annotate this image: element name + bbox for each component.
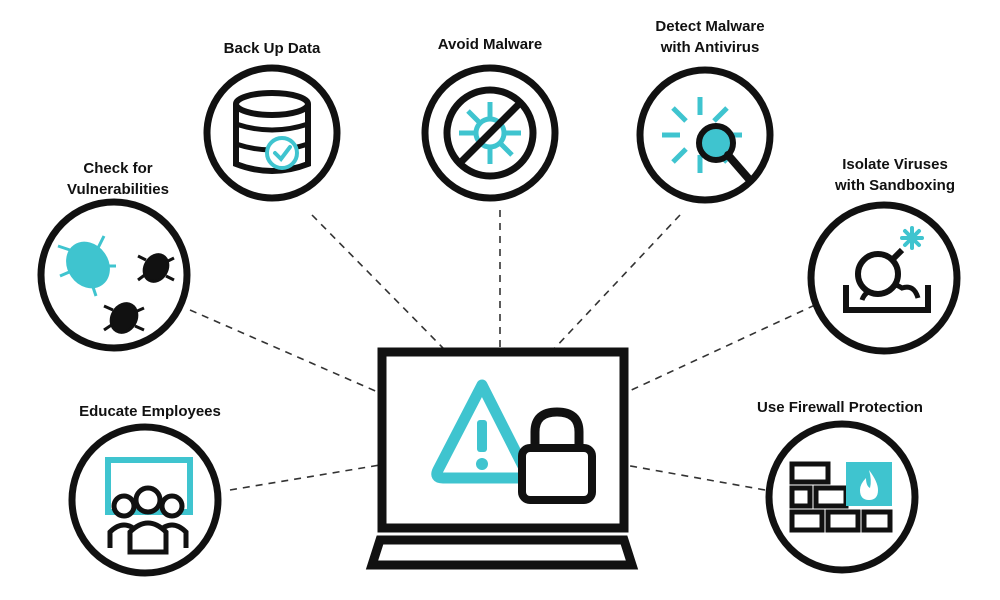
connector-vulnerabilities xyxy=(189,309,381,394)
laptop xyxy=(365,347,639,570)
label-antivirus-line-1: Detect Malware xyxy=(655,18,765,35)
label-backup-line-1: Back Up Data xyxy=(223,40,321,57)
label-backup: Back Up Data xyxy=(222,38,322,59)
item-backup xyxy=(203,64,341,202)
item-sandboxing xyxy=(807,201,961,355)
padlock-icon xyxy=(518,407,596,504)
label-antivirus-line-2: with Antivirus xyxy=(660,39,760,56)
label-educate-line-1: Educate Employees xyxy=(79,403,221,420)
label-sandboxing-line-1: Isolate Viruses xyxy=(842,156,948,173)
item-antivirus xyxy=(636,66,774,204)
laptop-base xyxy=(365,535,639,570)
label-antivirus: Detect Malware with Antivirus xyxy=(645,16,775,58)
item-vulnerabilities xyxy=(37,198,191,352)
label-sandboxing: Isolate Viruses with Sandboxing xyxy=(825,154,965,196)
label-firewall: Use Firewall Protection xyxy=(745,397,935,418)
item-firewall xyxy=(765,420,919,574)
label-avoid-malware-line-1: Avoid Malware xyxy=(437,36,543,53)
label-sandboxing-line-2: with Sandboxing xyxy=(835,177,955,194)
vulnerabilities-circle xyxy=(37,198,191,352)
connector-sandboxing xyxy=(624,304,816,394)
connector-educate xyxy=(229,464,381,491)
item-avoid-malware xyxy=(421,64,559,202)
label-educate: Educate Employees xyxy=(70,401,230,422)
virus-magnifier-icon xyxy=(662,97,752,182)
connector-antivirus xyxy=(552,214,681,351)
connector-firewall xyxy=(624,464,766,491)
firewall-icon xyxy=(789,461,893,533)
backup-circle xyxy=(203,64,341,202)
label-vulnerabilities-line-2: Vulnerabilities xyxy=(67,181,169,198)
firewall-circle xyxy=(765,420,919,574)
bugs-icon xyxy=(57,235,175,334)
connectors xyxy=(189,210,816,491)
presentation-group-icon xyxy=(105,457,193,555)
sandbox-bomb-icon xyxy=(843,226,931,313)
label-firewall-line-1: Use Firewall Protection xyxy=(757,399,923,416)
database-icon xyxy=(233,90,311,174)
label-avoid-malware: Avoid Malware xyxy=(435,34,545,55)
label-vulnerabilities: Check for Vulnerabilities xyxy=(58,158,178,200)
label-vulnerabilities-line-1: Check for xyxy=(83,160,153,177)
no-virus-icon xyxy=(443,86,537,180)
connector-backup xyxy=(311,214,446,351)
item-educate xyxy=(68,423,222,577)
